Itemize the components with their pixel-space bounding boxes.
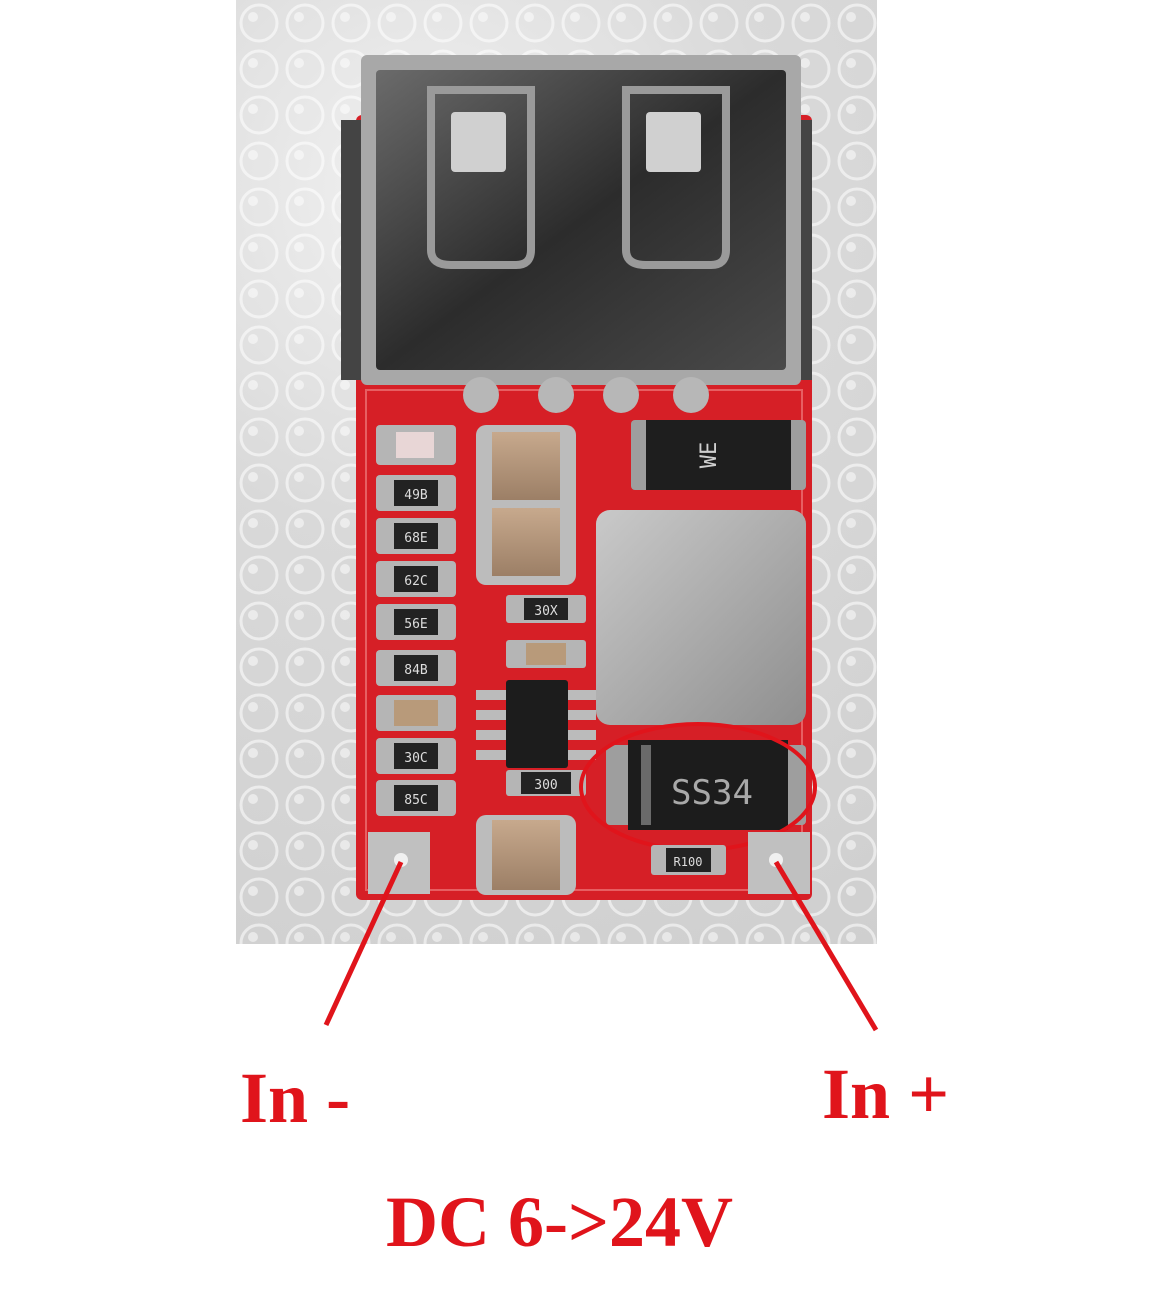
- label-voltage-range: DC 6->24V: [386, 1182, 733, 1262]
- svg-text:R100: R100: [674, 855, 703, 869]
- ceramic-capacitors: [476, 425, 576, 895]
- photo-background: 49B 68E 62C 56E 84B 30C: [236, 0, 877, 944]
- svg-text:56E: 56E: [404, 617, 427, 632]
- resistor-column: 49B 68E 62C 56E 84B 30C: [376, 425, 456, 816]
- svg-text:300: 300: [534, 778, 557, 793]
- usb-connector: [341, 55, 812, 413]
- controller-ic: [476, 680, 596, 768]
- bottom-resistor: R100: [651, 845, 726, 875]
- dc-dc-converter-board-illustration: 49B 68E 62C 56E 84B 30C: [236, 0, 877, 944]
- ss34-diode: SS34: [606, 740, 806, 830]
- svg-text:62C: 62C: [404, 574, 427, 589]
- svg-text:30C: 30C: [404, 751, 427, 766]
- svg-text:30X: 30X: [534, 604, 558, 619]
- svg-text:84B: 84B: [404, 663, 428, 678]
- top-diode: WE: [631, 420, 806, 490]
- svg-text:SS34: SS34: [671, 773, 753, 813]
- svg-text:WE: WE: [697, 442, 722, 469]
- label-input-negative: In -: [240, 1058, 351, 1138]
- label-input-positive: In +: [822, 1054, 950, 1134]
- inductor: [596, 510, 806, 725]
- small-smd-parts: 30X 300: [506, 595, 586, 796]
- svg-text:49B: 49B: [404, 488, 428, 503]
- svg-text:85C: 85C: [404, 793, 427, 808]
- svg-text:68E: 68E: [404, 531, 427, 546]
